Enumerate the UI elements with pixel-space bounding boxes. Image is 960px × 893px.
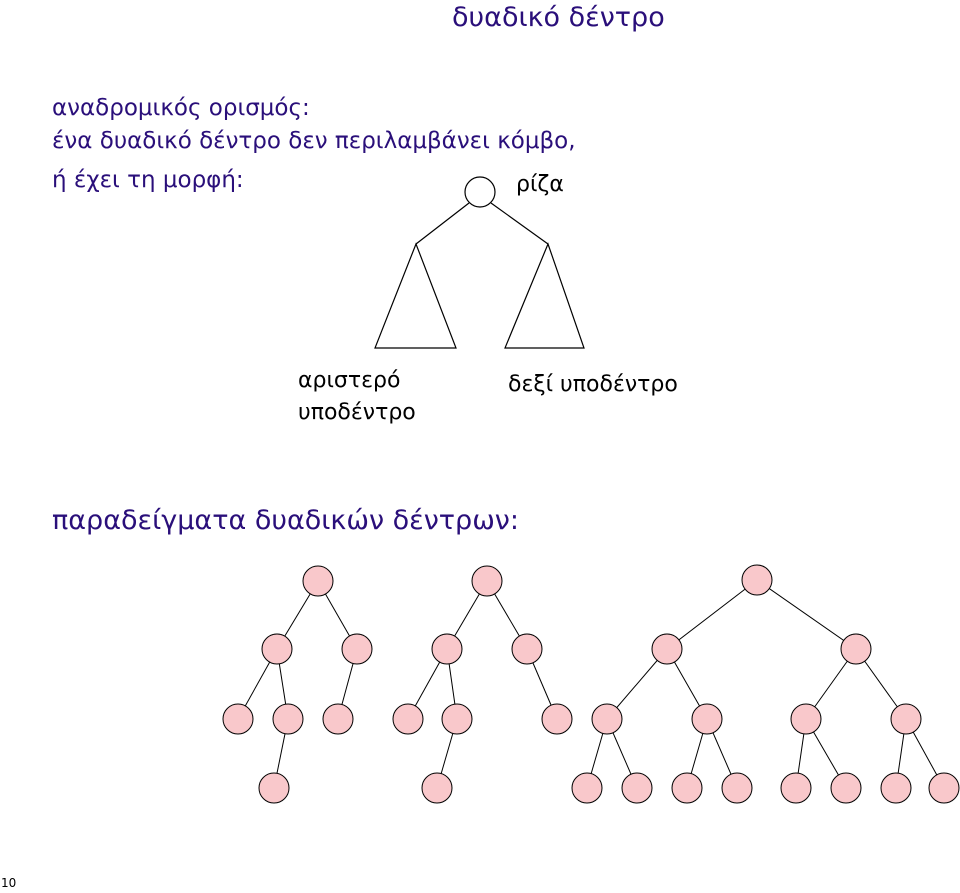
- schema-root-node: [464, 176, 496, 208]
- tree-node: [222, 703, 254, 735]
- tree-node: [780, 772, 812, 804]
- tree-node: [258, 772, 290, 804]
- tree-node: [928, 772, 960, 804]
- tree-node: [621, 772, 653, 804]
- example-tree-1: [222, 565, 373, 804]
- tree-node: [830, 772, 862, 804]
- tree-node: [691, 703, 723, 735]
- schema-edge-right: [490, 202, 549, 245]
- tree-node: [511, 633, 543, 665]
- example-tree-2: [392, 565, 573, 804]
- examples-heading: παραδείγματα δυαδικών δέντρων:: [52, 505, 519, 536]
- tree-node: [880, 772, 912, 804]
- tree-node: [421, 772, 453, 804]
- tree-node: [341, 633, 373, 665]
- tree-node: [431, 633, 463, 665]
- tree-node: [571, 772, 603, 804]
- left-subtree-triangle: [374, 242, 457, 349]
- slide-title: δυαδικό δέντρο: [452, 2, 665, 33]
- tree-node: [741, 564, 773, 596]
- definition-line-1: αναδρομικός ορισμός:: [52, 95, 310, 121]
- tree-node: [651, 633, 683, 665]
- right-subtree-triangle: [504, 242, 585, 349]
- tree-node: [441, 703, 473, 735]
- tree-node: [261, 633, 293, 665]
- definition-line-2: ένα δυαδικό δέντρο δεν περιλαμβάνει κόμβ…: [52, 128, 576, 154]
- tree-node: [721, 772, 753, 804]
- page-number: 10: [1, 876, 17, 890]
- tree-node: [541, 703, 573, 735]
- tree-node: [322, 703, 354, 735]
- schema-tree: [374, 176, 585, 349]
- definition-line-3: ή έχει τη μορφή:: [52, 167, 244, 193]
- schema-edge-left: [415, 202, 470, 245]
- example-tree-3: [571, 564, 960, 804]
- tree-node: [302, 565, 334, 597]
- tree-node: [591, 703, 623, 735]
- root-label: ρίζα: [516, 172, 564, 197]
- tree-node: [671, 772, 703, 804]
- left-subtree-label-line-2: υποδέντρο: [298, 400, 416, 425]
- tree-node: [471, 565, 503, 597]
- right-subtree-label: δεξί υποδέντρο: [508, 372, 678, 397]
- left-subtree-label-line-1: αριστερό: [298, 368, 401, 393]
- tree-node: [840, 633, 872, 665]
- tree-node: [890, 703, 922, 735]
- tree-node: [392, 703, 424, 735]
- tree-node: [272, 703, 304, 735]
- tree-node: [790, 703, 822, 735]
